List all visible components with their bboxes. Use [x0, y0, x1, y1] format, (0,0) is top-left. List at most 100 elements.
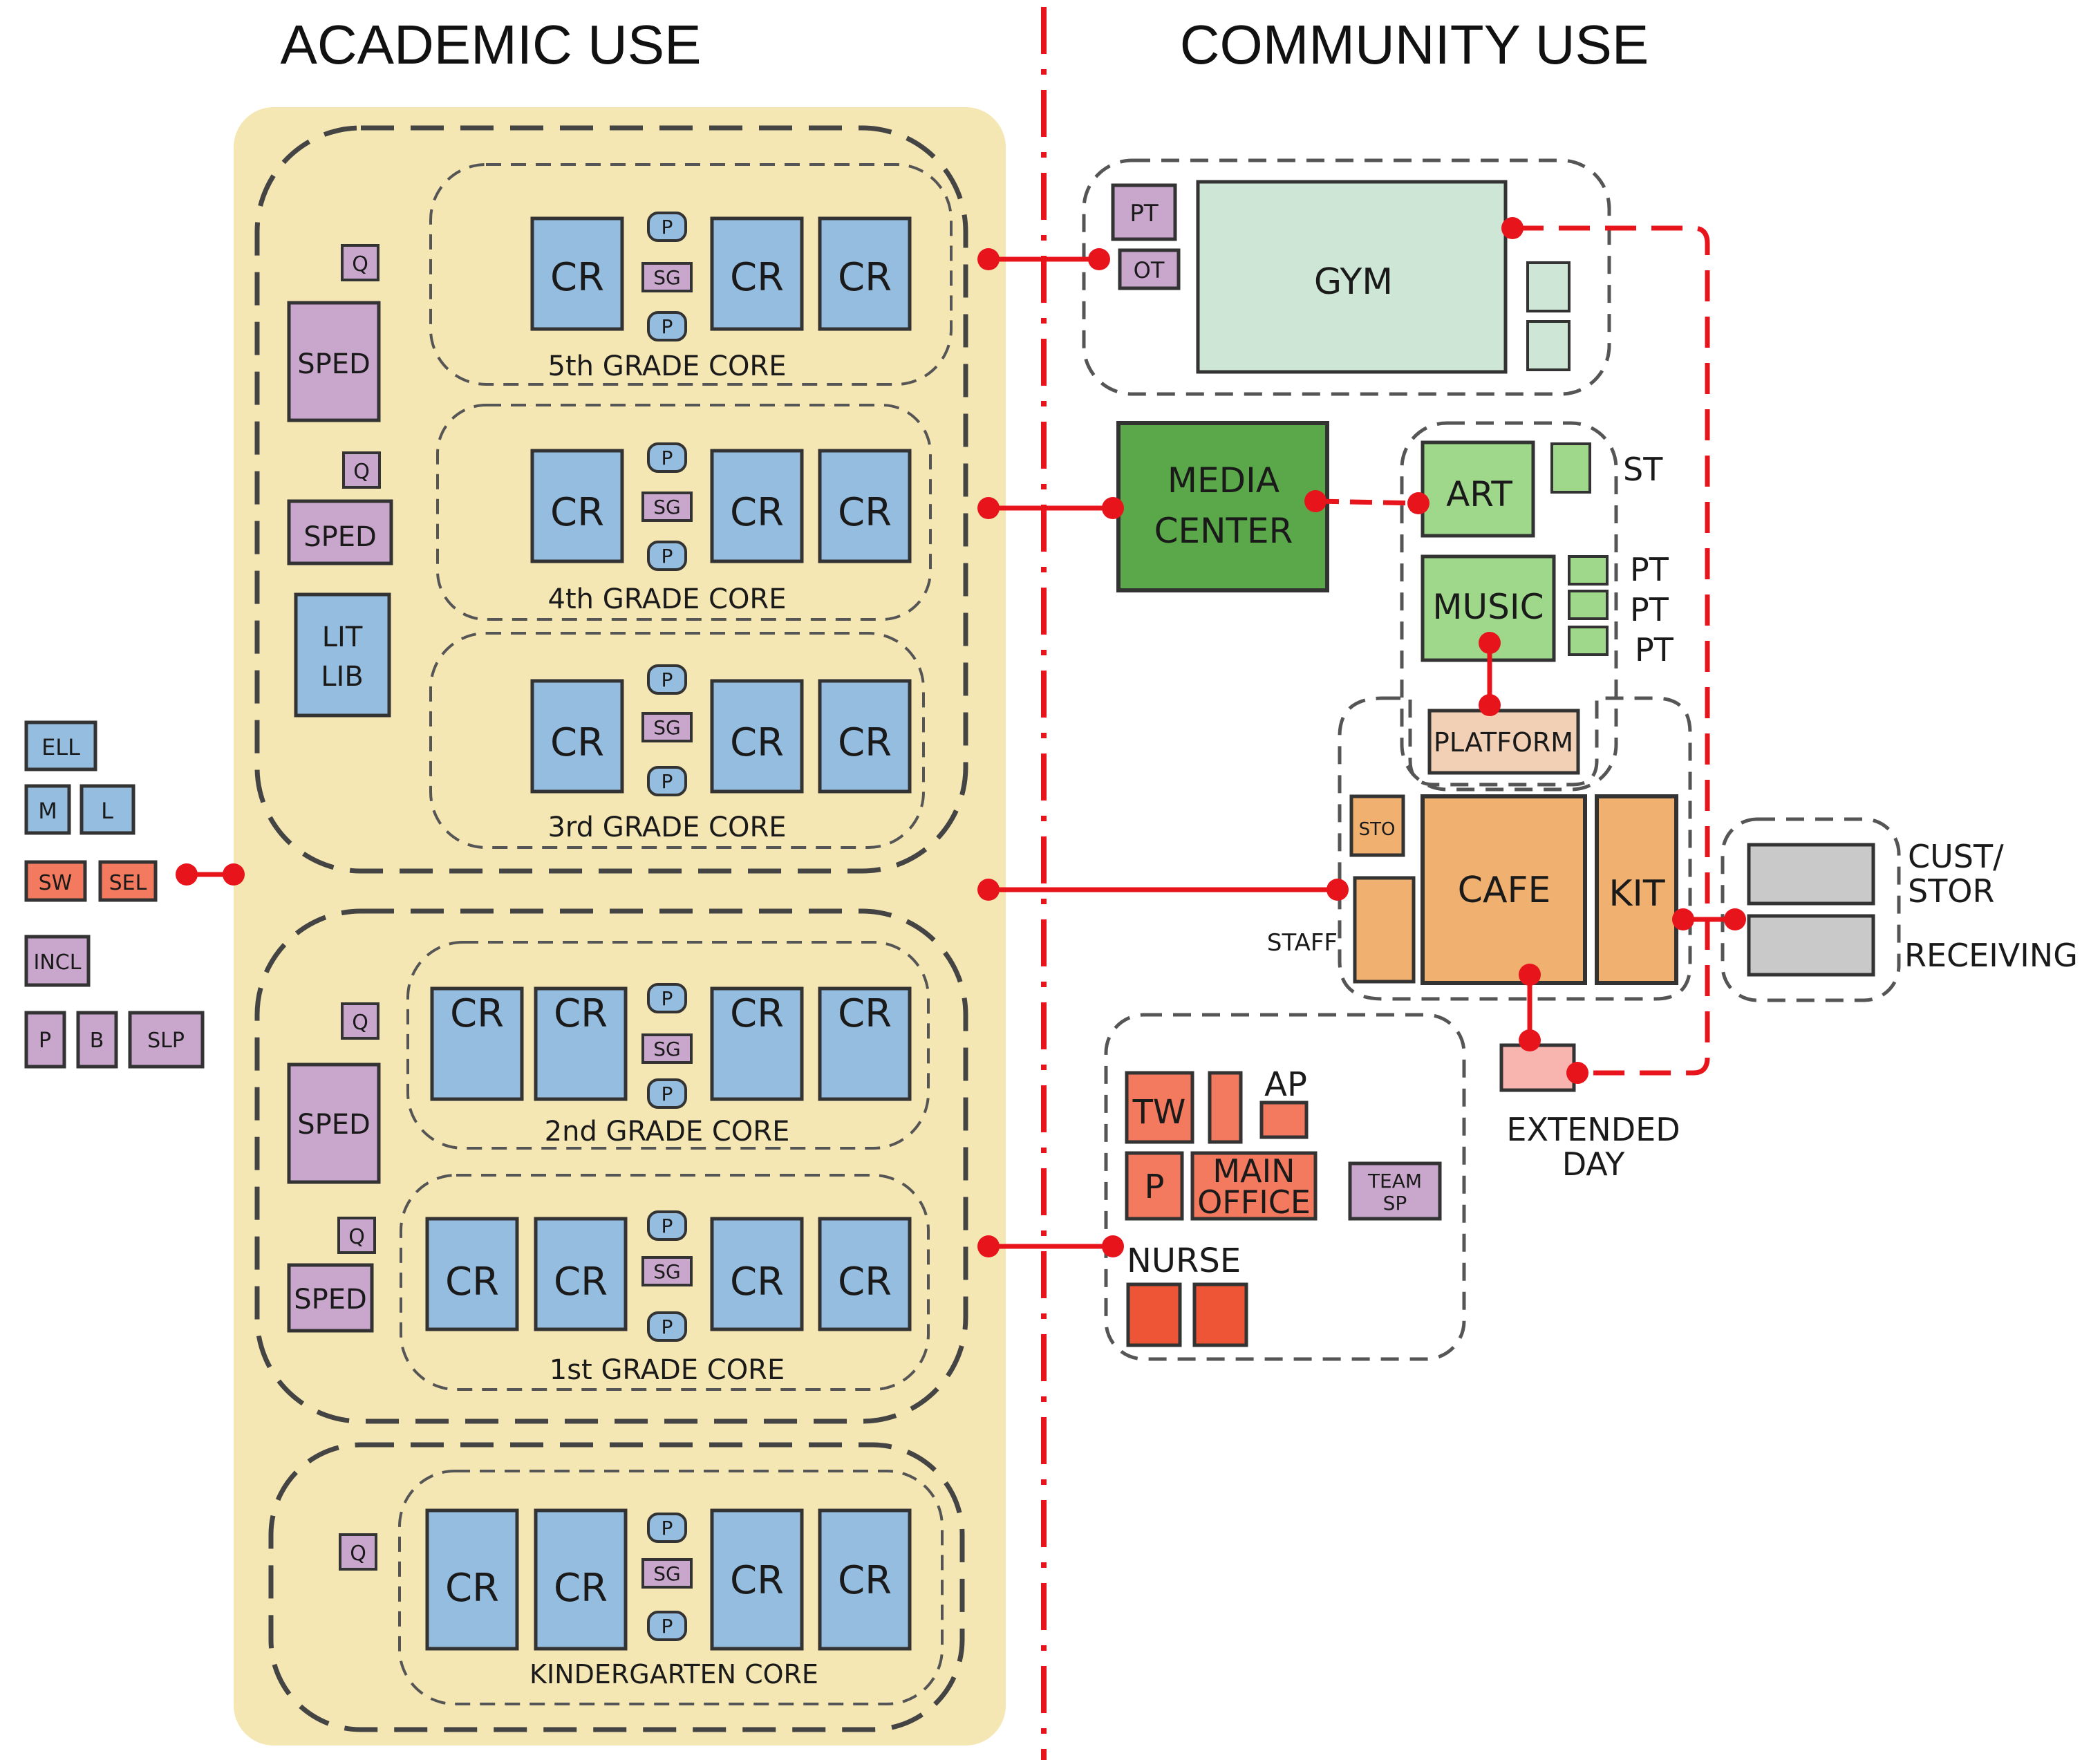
psych-label: P — [39, 1029, 51, 1053]
pullout-room — [647, 1078, 687, 1109]
inclusion-room — [24, 935, 91, 987]
classroom-label: CR — [838, 1260, 892, 1304]
practice-room — [1568, 626, 1609, 656]
principal-office-label: P — [1145, 1168, 1165, 1206]
sped-room — [287, 499, 393, 565]
classroom-label: CR — [730, 1260, 784, 1304]
link-node — [977, 248, 1000, 270]
small-group-label: SG — [653, 1562, 680, 1585]
pullout-label: P — [662, 216, 673, 238]
link-node — [1479, 632, 1501, 654]
grade-4-core: CR CR CR P SG P 4th GRADE CORE — [436, 404, 932, 621]
sped-room — [287, 301, 381, 422]
storage-room-label: STO — [1359, 819, 1396, 840]
nurse-room — [1192, 1282, 1248, 1347]
ell-label: ELL — [41, 734, 80, 760]
classroom-label: CR — [445, 1260, 499, 1304]
media-center — [1116, 421, 1329, 592]
staff-room-label: STAFF — [1267, 929, 1338, 957]
pullout-room — [647, 541, 687, 571]
cafeteria-label: CAFE — [1458, 870, 1551, 911]
platform — [1427, 709, 1580, 775]
grade-1-core: CR CR CR CR P SG P 1st GRADE CORE — [400, 1174, 930, 1391]
grade-core-label: 1st GRADE CORE — [550, 1354, 785, 1386]
kindergarten-core: CR CR CR CR P SG P KINDERGARTEN CORE — [398, 1470, 944, 1705]
pullout-room — [647, 212, 687, 242]
link-media-to-art — [1316, 498, 1418, 506]
kitchen — [1595, 794, 1678, 985]
media-center-label-2: CENTER — [1154, 511, 1293, 551]
classroom — [425, 1217, 519, 1331]
math-label: M — [38, 798, 57, 824]
social-worker-room — [24, 860, 87, 902]
receiving-label: RECEIVING — [1904, 937, 2078, 974]
pullout-label: P — [662, 1215, 673, 1237]
arts-block-outline — [1400, 421, 1618, 792]
grade-core-label: 4th GRADE CORE — [548, 583, 787, 615]
link-node — [977, 1235, 1000, 1257]
classroom-label: CR — [554, 991, 608, 1036]
inclusion-label: INCL — [34, 951, 82, 975]
link-node — [176, 863, 198, 886]
grade-core-label: KINDERGARTEN CORE — [529, 1659, 818, 1689]
small-group-room — [641, 712, 693, 742]
link-node — [1304, 490, 1326, 512]
classroom-label: CR — [730, 1558, 784, 1603]
classroom-label: CR — [730, 991, 784, 1036]
grade-core-outline — [400, 1174, 930, 1391]
classroom-label: CR — [550, 255, 604, 300]
community-use-header: COMMUNITY USE — [1180, 14, 1649, 75]
gym — [1196, 180, 1508, 374]
link-gym-to-extended-day — [1512, 225, 1710, 1076]
classroom-label: CR — [838, 720, 892, 765]
grade-core-outline — [429, 163, 953, 386]
small-group-room — [641, 1256, 693, 1286]
classroom — [818, 449, 912, 563]
classroom-label: CR — [445, 1566, 499, 1611]
connection-nodes — [176, 217, 1746, 1257]
teacher-workroom-label: TW — [1132, 1093, 1186, 1132]
link-node — [1724, 908, 1746, 930]
pullout-label: P — [662, 315, 673, 338]
speech-label: SLP — [147, 1029, 185, 1053]
social-worker-label: SW — [39, 871, 73, 895]
sel-label: SEL — [109, 871, 147, 895]
link-node — [977, 879, 1000, 901]
extended-day-label-2: DAY — [1562, 1145, 1626, 1183]
pt-room — [1111, 183, 1177, 241]
pullout-room — [647, 311, 687, 341]
link-node — [1479, 694, 1501, 716]
grade-core-label: 3rd GRADE CORE — [547, 812, 786, 843]
team-sp-label-2: SP — [1383, 1192, 1407, 1215]
classroom — [425, 1508, 519, 1651]
pullout-room — [647, 442, 687, 473]
classroom-label: CR — [554, 1260, 608, 1304]
nurse-room — [1126, 1282, 1182, 1347]
link-node — [1519, 1029, 1541, 1051]
pullout-label: P — [662, 1316, 673, 1338]
pullout-room — [647, 1311, 687, 1342]
pullout-label: P — [662, 545, 673, 568]
quiet-room — [339, 1533, 377, 1571]
classroom — [430, 986, 524, 1101]
literacy-library — [294, 592, 391, 718]
classroom — [710, 216, 804, 331]
quiet-room — [342, 451, 381, 489]
classroom — [530, 216, 624, 331]
classroom-label: CR — [838, 1558, 892, 1603]
classroom — [530, 679, 624, 794]
practice-room-label: PT — [1630, 591, 1669, 628]
sped-room-label: SPED — [303, 521, 377, 553]
cafe-block-outline — [1338, 696, 1692, 1001]
lower-wing-outline — [254, 908, 968, 1424]
classroom — [530, 449, 624, 563]
office-block: TW AP P MAIN OFFICE TEAM SP NURSE — [1104, 1013, 1466, 1361]
sped-room — [287, 1263, 374, 1333]
art-room — [1421, 440, 1535, 538]
classroom-label: CR — [550, 490, 604, 535]
pullout-room — [647, 983, 687, 1013]
pullout-room — [647, 1513, 687, 1543]
cafe-block: PLATFORM STO STAFF CAFE KIT — [1267, 696, 1692, 1001]
ell-room — [24, 720, 97, 771]
